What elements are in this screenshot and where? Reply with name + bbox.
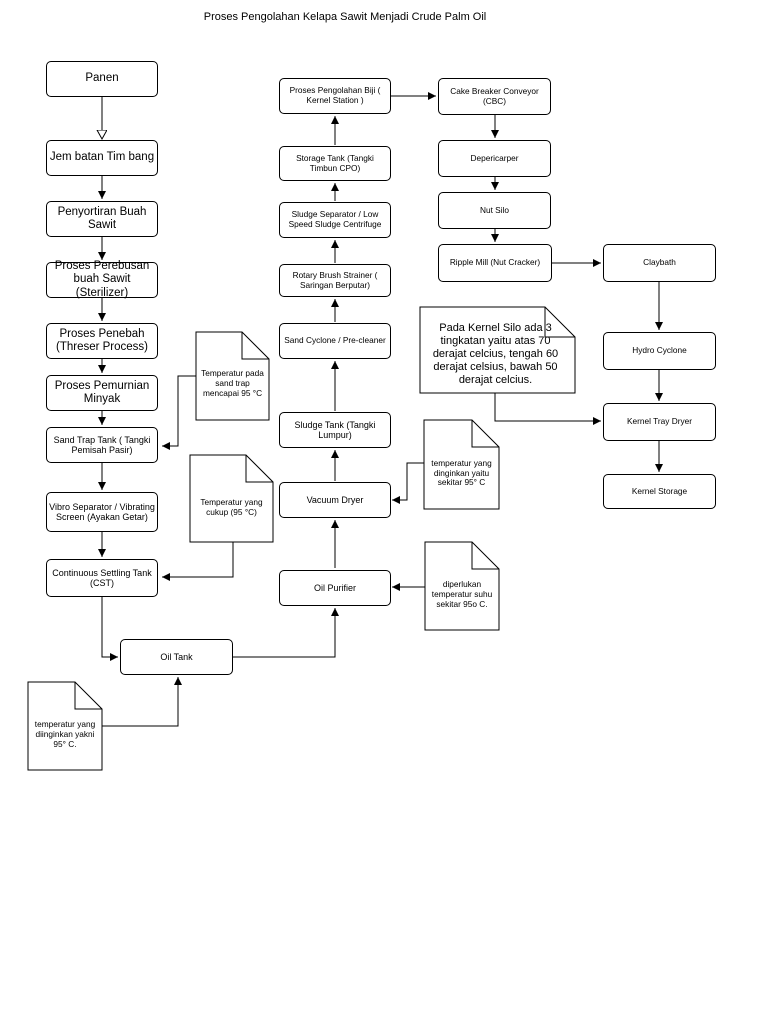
node-ripple-mill: Ripple Mill (Nut Cracker) <box>438 244 552 282</box>
node-storage-tank: Storage Tank (Tangki Timbun CPO) <box>279 146 391 181</box>
connector-note-sandtrap <box>162 375 196 450</box>
note-fold <box>471 542 499 570</box>
node-panen: Panen <box>46 61 158 97</box>
node-nut-silo: Nut Silo <box>438 192 551 229</box>
note-oil-tank-temperature: temperatur yang diinginkan yakni 95° C. <box>34 719 96 749</box>
node-penyortiran: Penyortiran Buah Sawit <box>46 201 158 237</box>
note-sand-trap-temperature: Temperatur pada sand trap mencapai 95 °C <box>201 368 264 398</box>
node-oil-purifier: Oil Purifier <box>279 570 391 606</box>
node-sludge-separator: Sludge Separator / Low Speed Sludge Cent… <box>279 202 391 238</box>
note-kernel-silo: Pada Kernel Silo ada 3 tingkatan yaitu a… <box>432 321 559 387</box>
node-claybath: Claybath <box>603 244 716 282</box>
connector-note-vacuum <box>392 462 424 504</box>
node-perebusan: Proses Perebusan buah Sawit (Sterilizer) <box>46 260 158 299</box>
node-kernel-station: Proses Pengolahan Biji ( Kernel Station … <box>279 78 391 114</box>
connector-cst-oiltank <box>101 597 118 661</box>
note-fold <box>245 455 273 483</box>
note-vacuum-temperature: temperatur yang dinginkan yaitu sekitar … <box>431 457 492 488</box>
node-depericarper: Depericarper <box>438 140 551 177</box>
node-oil-tank: Oil Tank <box>120 639 233 675</box>
node-sand-trap-tank: Sand Trap Tank ( Tangki Pemisah Pasir) <box>46 427 158 463</box>
node-hydro-cyclone: Hydro Cyclone <box>603 332 716 370</box>
note-shape-sand-trap <box>195 331 270 421</box>
note-fold <box>471 420 499 448</box>
connector-note-cst <box>162 542 234 581</box>
diagram-title: Proses Pengolahan Kelapa Sawit Menjadi C… <box>203 11 487 23</box>
node-vacuum-dryer: Vacuum Dryer <box>279 482 391 518</box>
node-sludge-tank: Sludge Tank (Tangki Lumpur) <box>279 412 391 448</box>
note-shape-cst <box>189 454 274 543</box>
note-fold <box>241 332 269 360</box>
node-sand-cyclone: Sand Cyclone / Pre-cleaner <box>279 323 391 359</box>
note-purifier-temperature: diperlukan temperatur suhu sekitar 95o C… <box>431 579 493 609</box>
node-kernel-tray-dryer: Kernel Tray Dryer <box>603 403 716 441</box>
note-fold <box>544 307 575 338</box>
node-pemurnian: Proses Pemurnian Minyak <box>46 375 158 411</box>
node-jembatan-timbang: Jem batan Tim bang <box>46 140 158 176</box>
connector-note-oiltank <box>102 677 182 727</box>
node-cst: Continuous Settling Tank (CST) <box>46 559 158 597</box>
connector-oiltank-purifier <box>233 608 339 658</box>
note-shape-kernel-silo <box>419 306 576 394</box>
note-shape-purifier <box>424 541 500 631</box>
note-shape-vacuum <box>423 419 500 510</box>
connector-note-kernelsilo <box>494 393 601 425</box>
node-vibro-separator: Vibro Separator / Vibrating Screen (Ayak… <box>46 492 158 532</box>
node-kernel-storage: Kernel Storage <box>603 474 716 509</box>
node-cake-breaker-conveyor: Cake Breaker Conveyor (CBC) <box>438 78 551 115</box>
note-shape-oil-tank <box>27 681 103 771</box>
node-penebah: Proses Penebah (Threser Process) <box>46 323 158 359</box>
node-rotary-brush-strainer: Rotary Brush Strainer ( Saringan Berputa… <box>279 264 391 297</box>
note-fold <box>74 682 102 710</box>
note-cst-temperature: Temperatur yang cukup (95 °C) <box>200 496 263 517</box>
